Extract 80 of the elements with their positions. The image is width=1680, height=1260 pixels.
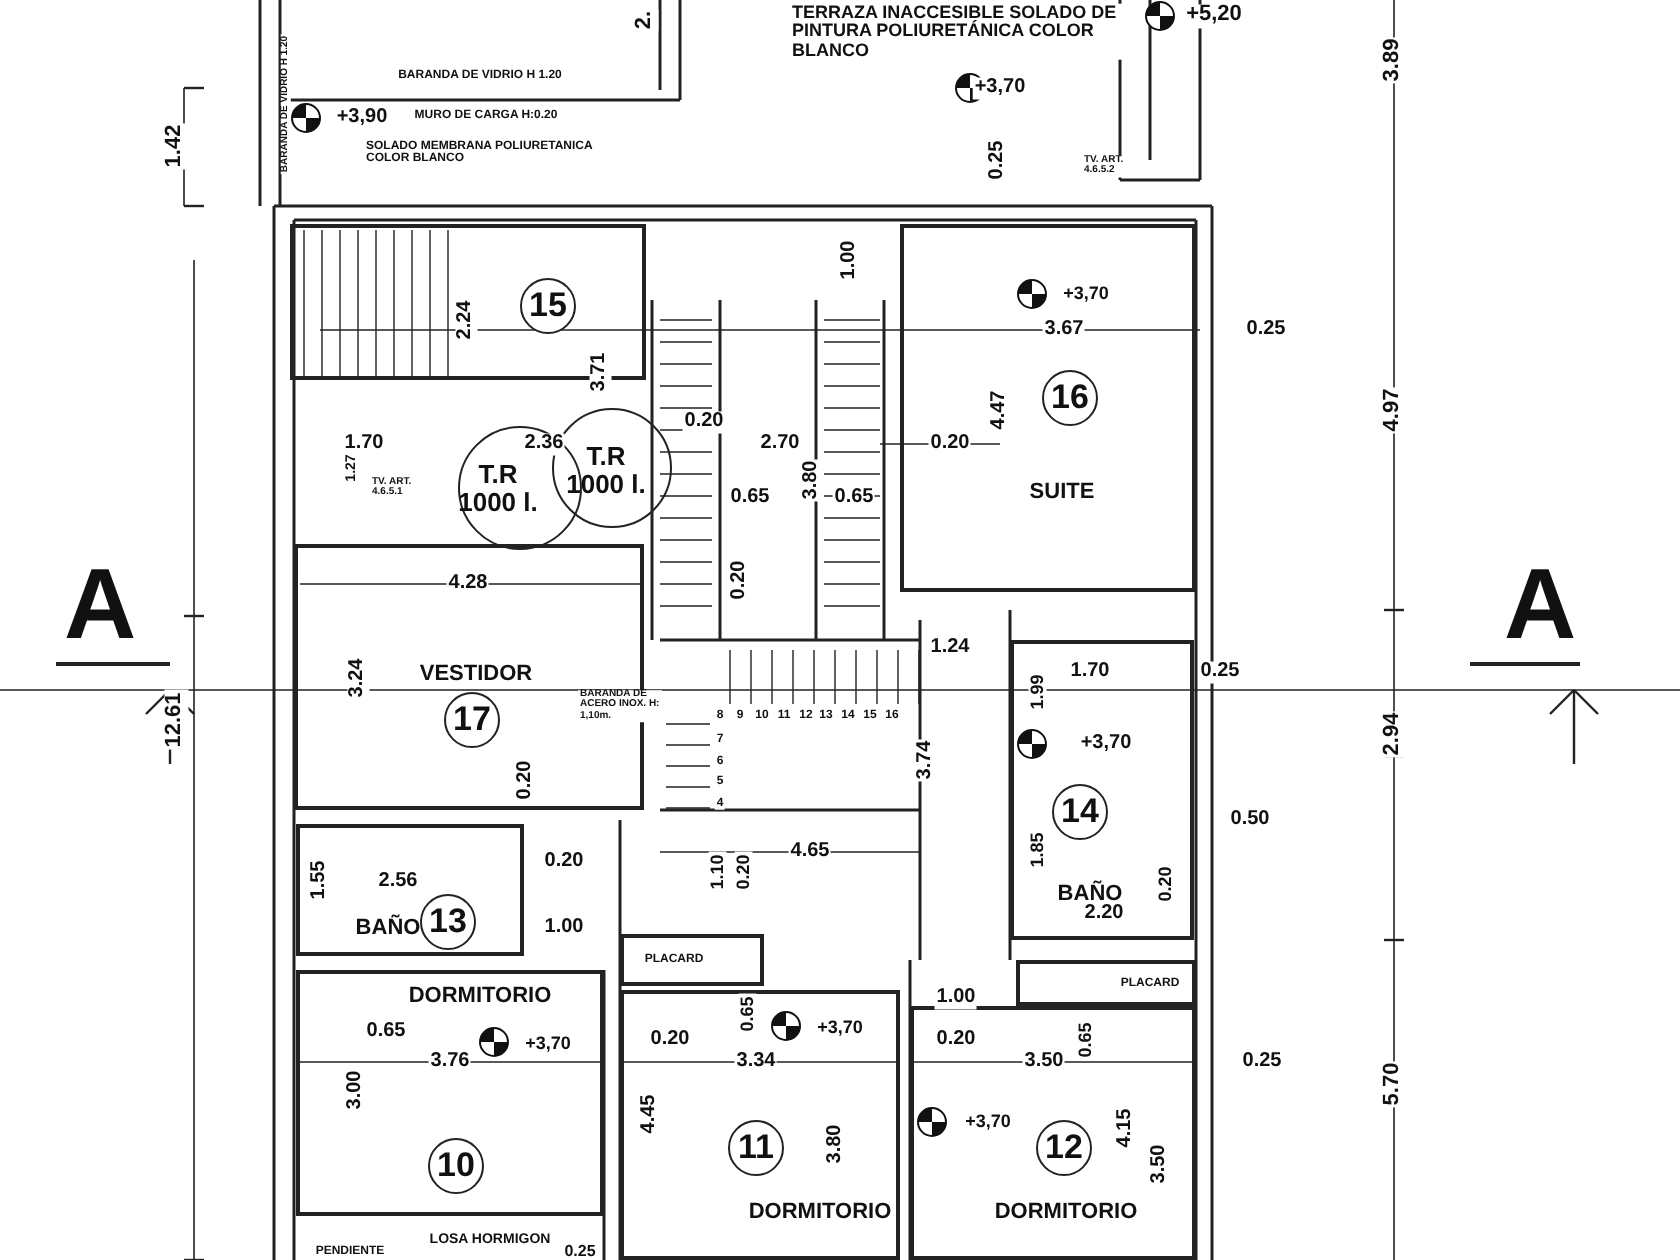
section-letter: A xyxy=(61,551,139,657)
dimension-label: 1.55 xyxy=(309,858,331,902)
tank-label: T.R 1000 l. xyxy=(456,460,540,516)
level-label: +3,90 xyxy=(334,107,390,129)
dimension-label: 1.99 xyxy=(1028,672,1048,712)
dimension-label: 0.65 xyxy=(738,994,758,1034)
dimension-label: 3.00 xyxy=(345,1068,367,1112)
dimension-label: 0.65 xyxy=(728,487,772,509)
dimension-label: 2.94 xyxy=(1382,710,1406,758)
dimension-label: 1.42 xyxy=(164,122,188,170)
dimension-label: 0.25 xyxy=(1240,1051,1284,1073)
dimension-label: 3.50 xyxy=(1022,1051,1066,1073)
dimension-label: 12.61 xyxy=(164,690,188,750)
dimension-label: 0.25 xyxy=(987,138,1009,182)
level-label: +3,70 xyxy=(963,1112,1013,1132)
room-number: 10 xyxy=(428,1138,484,1194)
dimension-label: 4.65 xyxy=(788,841,832,863)
dimension-label: 3.80 xyxy=(825,1122,847,1166)
dimension-label: 2.56 xyxy=(376,871,420,893)
section-letter: A xyxy=(1501,551,1579,657)
room-name: DORMITORIO xyxy=(994,1202,1138,1226)
level-label: +3,70 xyxy=(972,77,1028,99)
dimension-label: 0.25 xyxy=(1244,319,1288,341)
level-label: +3,70 xyxy=(1078,733,1134,755)
dimension-label: 3.80 xyxy=(801,458,823,502)
dimension-label: 0.25 xyxy=(1198,661,1242,683)
dimension-label: 2.20 xyxy=(1082,903,1126,925)
level-label: +3,70 xyxy=(1061,284,1111,304)
dimension-label: 3.76 xyxy=(428,1051,472,1073)
level-label: +5,20 xyxy=(1184,4,1244,28)
room-number: 13 xyxy=(420,894,476,950)
room-number: 12 xyxy=(1036,1120,1092,1176)
dimension-label: 0.20 xyxy=(729,558,751,602)
dimension-label: 3.34 xyxy=(734,1051,778,1073)
dimension-label: 0.65 xyxy=(364,1021,408,1043)
dimension-label: 1.10 xyxy=(708,852,728,892)
room-name: BAÑO xyxy=(1057,884,1123,907)
dimension-label: 3.67 xyxy=(1042,319,1086,341)
room-name: BAÑO xyxy=(355,918,421,942)
room-name: DORMITORIO xyxy=(408,986,552,1010)
room-number: 11 xyxy=(728,1120,784,1176)
dimension-label: 1.00 xyxy=(839,238,861,282)
room-name: DORMITORIO xyxy=(748,1202,892,1226)
level-label: +3,70 xyxy=(523,1034,573,1054)
room-number: 17 xyxy=(444,692,500,748)
dimension-label: 0.65 xyxy=(832,487,876,509)
dimension-label: 1.00 xyxy=(934,987,978,1009)
dimension-label: 1.70 xyxy=(1068,661,1112,683)
dimension-label: 0.20 xyxy=(515,758,537,802)
dimension-label: 0.20 xyxy=(542,851,586,873)
dimension-label: 0.20 xyxy=(1156,864,1176,904)
dimension-label: 0.20 xyxy=(648,1029,692,1051)
room-number: 14 xyxy=(1052,784,1108,840)
dimension-label: 0.20 xyxy=(682,411,726,433)
level-label: +3,70 xyxy=(815,1018,865,1038)
dimension-label: 2.24 xyxy=(455,298,477,342)
dimension-label: 0.20 xyxy=(934,1029,978,1051)
dimension-label: 4.28 xyxy=(446,573,490,595)
dimension-label: 3.50 xyxy=(1149,1142,1171,1186)
room-outline xyxy=(1016,960,1196,1006)
dimension-label: 3.74 xyxy=(915,738,937,782)
room-name: VESTIDOR xyxy=(419,664,533,688)
dimension-label: 4.45 xyxy=(639,1092,661,1136)
room-outline xyxy=(620,934,764,986)
dimension-label: 2.36 xyxy=(522,433,566,455)
dimension-label: 0.20 xyxy=(734,852,754,892)
dimension-label: 0.50 xyxy=(1228,809,1272,831)
dimension-label: 0.65 xyxy=(1076,1020,1096,1060)
dimension-label: 1.70 xyxy=(342,433,386,455)
dimension-label: 0.25 xyxy=(562,1243,598,1260)
dimension-label: 1.85 xyxy=(1028,830,1048,870)
dimension-label: 4.15 xyxy=(1115,1106,1137,1150)
dimension-label: 0.20 xyxy=(928,433,972,455)
dimension-label: 1.00 xyxy=(542,917,586,939)
dimension-label: 3.71 xyxy=(589,350,611,394)
dimension-label: 2.70 xyxy=(758,433,802,455)
room-number: 15 xyxy=(520,278,576,334)
room-number: 16 xyxy=(1042,370,1098,426)
room-name: SUITE xyxy=(1029,482,1095,506)
dimension-label: 3.24 xyxy=(347,656,369,700)
